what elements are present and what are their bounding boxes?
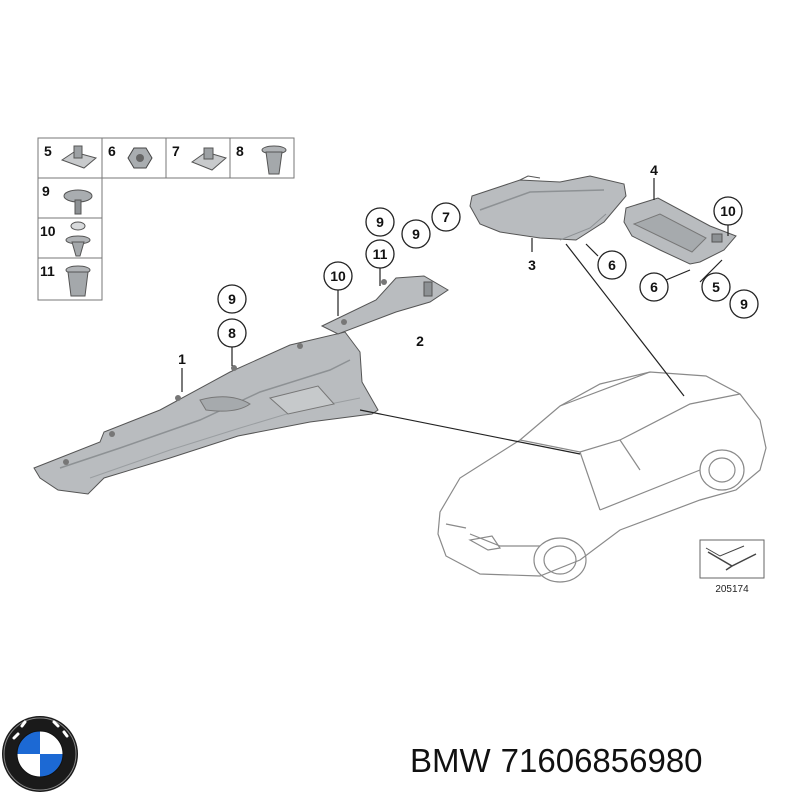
callout-6-circle: 6 <box>650 279 658 295</box>
callout-4: 4 <box>650 162 658 178</box>
callout-9-circle: 9 <box>228 291 236 307</box>
car-outline <box>437 371 767 583</box>
legend-num-5: 5 <box>44 143 52 159</box>
callout-6-circle: 6 <box>608 257 616 273</box>
legend-num-8: 8 <box>236 143 244 159</box>
bmw-logo-icon <box>2 716 78 792</box>
legend-num-6: 6 <box>108 143 116 159</box>
leader-lines <box>181 178 729 455</box>
callout-9-circle: 9 <box>412 226 420 242</box>
legend-num-7: 7 <box>172 143 180 159</box>
brand-name: BMW <box>410 742 491 779</box>
callout-10-circle: 10 <box>720 203 736 219</box>
callout-5-circle: 5 <box>712 279 720 295</box>
reference-box: 205174 <box>699 539 765 595</box>
callout-9-circle: 9 <box>376 214 384 230</box>
legend-num-10: 10 <box>40 223 56 239</box>
underbody-panel-part-1 <box>33 331 379 495</box>
reference-number: 205174 <box>715 584 749 595</box>
callout-2: 2 <box>416 333 424 349</box>
direction-arrow-icon <box>707 551 757 571</box>
callout-7-circle: 7 <box>442 209 450 225</box>
legend-num-11: 11 <box>40 263 55 279</box>
callout-3: 3 <box>528 257 536 273</box>
callouts: 1 2 3 4 9 8 10 9 11 9 7 10 6 6 5 9 <box>178 162 759 367</box>
part-number: 71606856980 <box>500 742 703 779</box>
fastener-legend: 5 6 7 8 9 10 11 <box>37 137 295 301</box>
clip-nut-icon <box>190 147 228 171</box>
expanding-nut-icon <box>261 145 287 175</box>
legend-num-9: 9 <box>42 183 50 199</box>
screw-icon <box>63 189 93 215</box>
tray-part-4 <box>623 197 737 265</box>
callout-9-circle: 9 <box>740 296 748 312</box>
callout-10-circle: 10 <box>330 268 346 284</box>
callout-11-circle: 11 <box>373 246 388 262</box>
hex-nut-icon <box>127 147 153 169</box>
callout-8-circle: 8 <box>228 325 236 341</box>
air-duct-part-3 <box>469 175 627 241</box>
expanding-nut-icon <box>65 265 91 297</box>
clip-nut-icon <box>60 145 98 169</box>
push-rivet-icon <box>65 221 91 257</box>
callout-1: 1 <box>178 351 186 367</box>
bracket-part-2 <box>320 275 449 335</box>
